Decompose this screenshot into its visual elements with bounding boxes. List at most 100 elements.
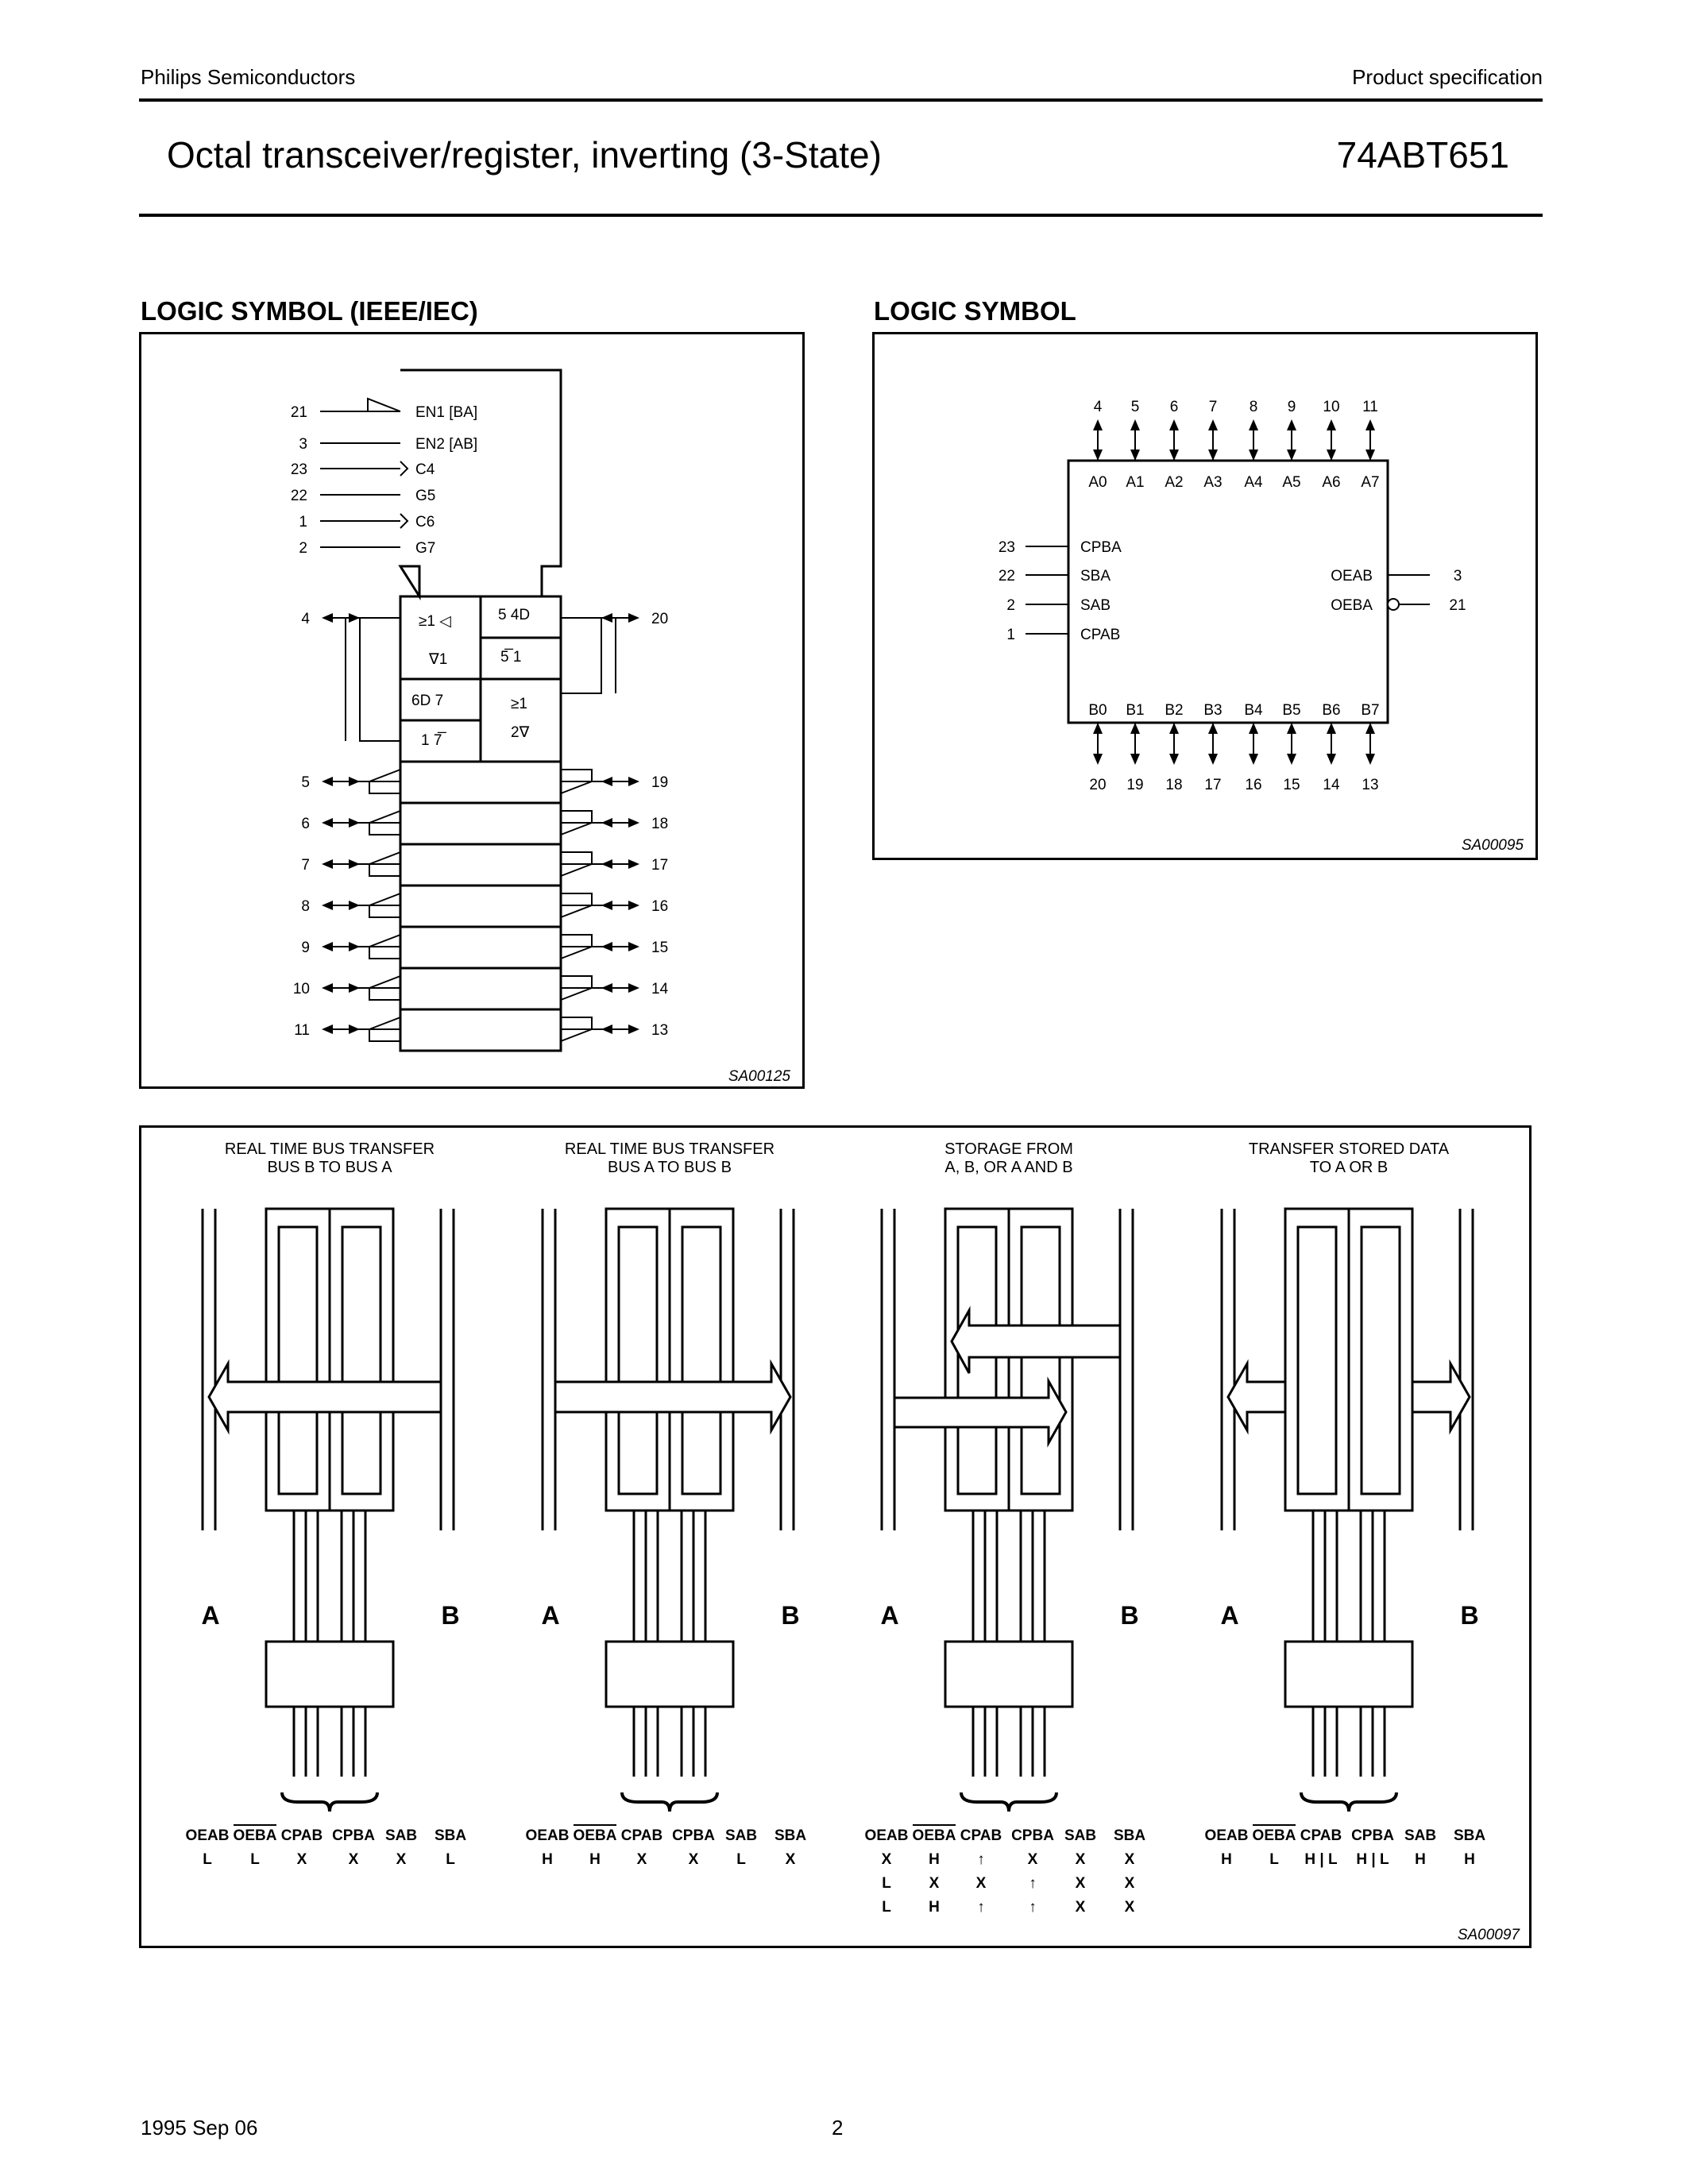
ieee-cell-c2: ∇1 <box>428 651 447 668</box>
ieee-b-arrow <box>628 942 639 951</box>
register-outer <box>1284 1207 1350 1512</box>
register-outer <box>1347 1207 1414 1512</box>
ls-inversion-bubble <box>1387 598 1400 611</box>
ieee-a-arrow <box>349 859 360 869</box>
truth-cell: ↑ <box>977 1899 985 1916</box>
ls-b-pin: 13 <box>1362 777 1378 793</box>
ieee-b-arrow <box>628 983 639 993</box>
ls-oe-label: OEBA <box>1331 597 1373 614</box>
ieee-a-tri <box>369 893 401 906</box>
ieee-b-pin: 14 <box>651 981 669 997</box>
truth-cell: X <box>976 1875 987 1892</box>
page-number: 2 <box>832 2116 844 2140</box>
ieee-b-arrow <box>601 613 612 623</box>
truth-cell: H | L <box>1356 1851 1389 1868</box>
register-inner <box>1360 1225 1401 1495</box>
ls-a-arrow <box>1365 419 1375 430</box>
ieee-ctrl-label: G7 <box>415 540 435 557</box>
panel-caption-1: STORAGE FROM <box>944 1140 1073 1158</box>
ls-ctrl-pin: 23 <box>999 539 1015 556</box>
register-outer <box>265 1207 331 1512</box>
ieee-a-pin: 8 <box>301 898 310 915</box>
storage-arrow-from-b <box>950 1306 1122 1374</box>
ls-a-arrow <box>1287 450 1296 461</box>
ieee-b-feed <box>561 1017 593 1029</box>
ieee-a-tri <box>369 934 401 947</box>
ieee-bit-box <box>399 760 562 805</box>
bus-b-label: B <box>1120 1601 1138 1630</box>
ls-b-label: B7 <box>1361 702 1379 719</box>
truth-cell: X <box>1076 1851 1086 1868</box>
ieee-b-arrow <box>628 859 639 869</box>
ieee-a-tri <box>369 769 401 782</box>
ieee-ctrl-pin: 2 <box>299 540 307 557</box>
register-inner <box>1296 1225 1338 1495</box>
truth-cell: X <box>1076 1875 1086 1892</box>
ieee-a-arrow <box>322 818 333 828</box>
truth-cell: X <box>689 1851 699 1868</box>
ieee-b-pin: 19 <box>651 774 668 791</box>
signal-header: CPAB <box>960 1827 1002 1844</box>
ieee-a-arrow <box>349 901 360 910</box>
ls-a-pin: 4 <box>1094 399 1103 415</box>
truth-cell: ↑ <box>1029 1899 1037 1916</box>
ls-b-arrow <box>1249 754 1258 765</box>
ls-b-pin: 17 <box>1204 777 1221 793</box>
ieee-b-arrow <box>628 818 639 828</box>
ieee-a-tri <box>369 1017 401 1030</box>
truth-cell: L <box>736 1851 746 1868</box>
ieee-a-arrow <box>349 942 360 951</box>
ieee-a-arrow <box>322 859 333 869</box>
signal-brace <box>1300 1792 1398 1812</box>
ieee-b-arrow <box>601 901 612 910</box>
ieee-bit-box <box>399 843 562 887</box>
truth-cell: X <box>637 1851 647 1868</box>
ls-b-arrow <box>1327 754 1336 765</box>
ieee-b-feed <box>561 851 593 864</box>
ls-ctrl-pin: 2 <box>1006 597 1015 614</box>
ieee-a-arrow <box>349 613 360 623</box>
control-block <box>265 1640 395 1708</box>
header-rule-top <box>139 98 1543 102</box>
ls-a-label: A3 <box>1203 474 1222 491</box>
ls-b-arrow <box>1169 754 1179 765</box>
ls-a-label: A6 <box>1322 474 1340 491</box>
bus-b-label: B <box>781 1601 799 1630</box>
ls-a-arrow <box>1169 419 1179 430</box>
control-block <box>944 1640 1074 1708</box>
truth-cell: X <box>1125 1875 1135 1892</box>
ieee-ctrl-label: C4 <box>415 461 435 478</box>
ieee-cell-c3: 5 4D <box>498 607 530 623</box>
ieee-a-pin: 9 <box>301 940 310 956</box>
ls-oe-pin: 21 <box>1449 597 1466 614</box>
signal-brace <box>620 1792 719 1812</box>
ieee-a-tri <box>369 975 401 989</box>
ieee-cell-c5: 6D 7 <box>411 693 443 709</box>
signal-header: OEAB <box>1205 1827 1249 1844</box>
ieee-b-feed <box>561 975 593 988</box>
truth-cell: H <box>1221 1851 1232 1868</box>
ieee-a-tri <box>369 810 401 824</box>
ls-a-label: A2 <box>1165 474 1183 491</box>
ls-b-label: B4 <box>1244 702 1263 719</box>
ls-b-pin: 18 <box>1165 777 1182 793</box>
truth-cell: H | L <box>1304 1851 1338 1868</box>
ieee-ctrl-pin: 21 <box>291 404 307 421</box>
ieee-polarity-indicator <box>367 397 401 412</box>
ieee-b-arrow <box>601 942 612 951</box>
ls-a-pin: 11 <box>1362 399 1378 415</box>
truth-cell: L <box>203 1851 212 1868</box>
ieee-b-arrow <box>601 983 612 993</box>
signal-header: OEBA <box>1253 1827 1296 1844</box>
ieee-a-arrow <box>322 613 333 623</box>
ieee-a-arrow <box>349 777 360 786</box>
page-title: Octal transceiver/register, inverting (3… <box>167 134 882 176</box>
ieee-ctrl-label: C6 <box>415 514 435 531</box>
register-inner <box>277 1225 319 1495</box>
truth-cell: L <box>446 1851 455 1868</box>
register-outer <box>944 1207 1010 1512</box>
ls-a-arrow <box>1130 450 1140 461</box>
stored-arrow-to-a <box>1226 1359 1287 1435</box>
